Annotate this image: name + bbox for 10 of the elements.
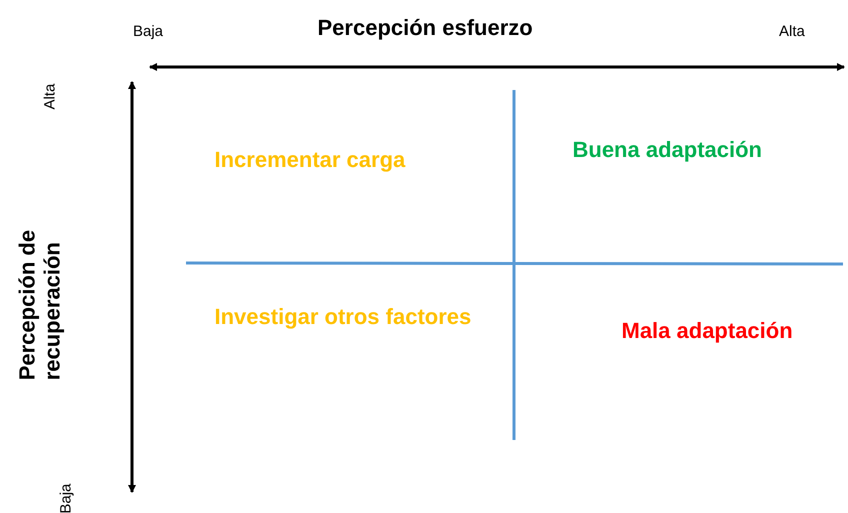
- quadrant-label: Buena adaptación: [572, 136, 762, 162]
- quadrant-label: Investigar otros factores: [214, 304, 472, 329]
- quadrant-label: Incrementar carga: [214, 146, 406, 172]
- axis-end-label: Baja: [133, 22, 164, 40]
- quadrant-label: Mala adaptación: [622, 318, 793, 343]
- axis-end-label: Alta: [779, 22, 805, 40]
- axis-end-label: Baja: [57, 483, 75, 513]
- axis-end-label: Alta: [41, 83, 59, 110]
- axis-title: Percepción esfuerzo: [318, 14, 533, 40]
- axis-title: Percepción de recuperación: [14, 228, 66, 380]
